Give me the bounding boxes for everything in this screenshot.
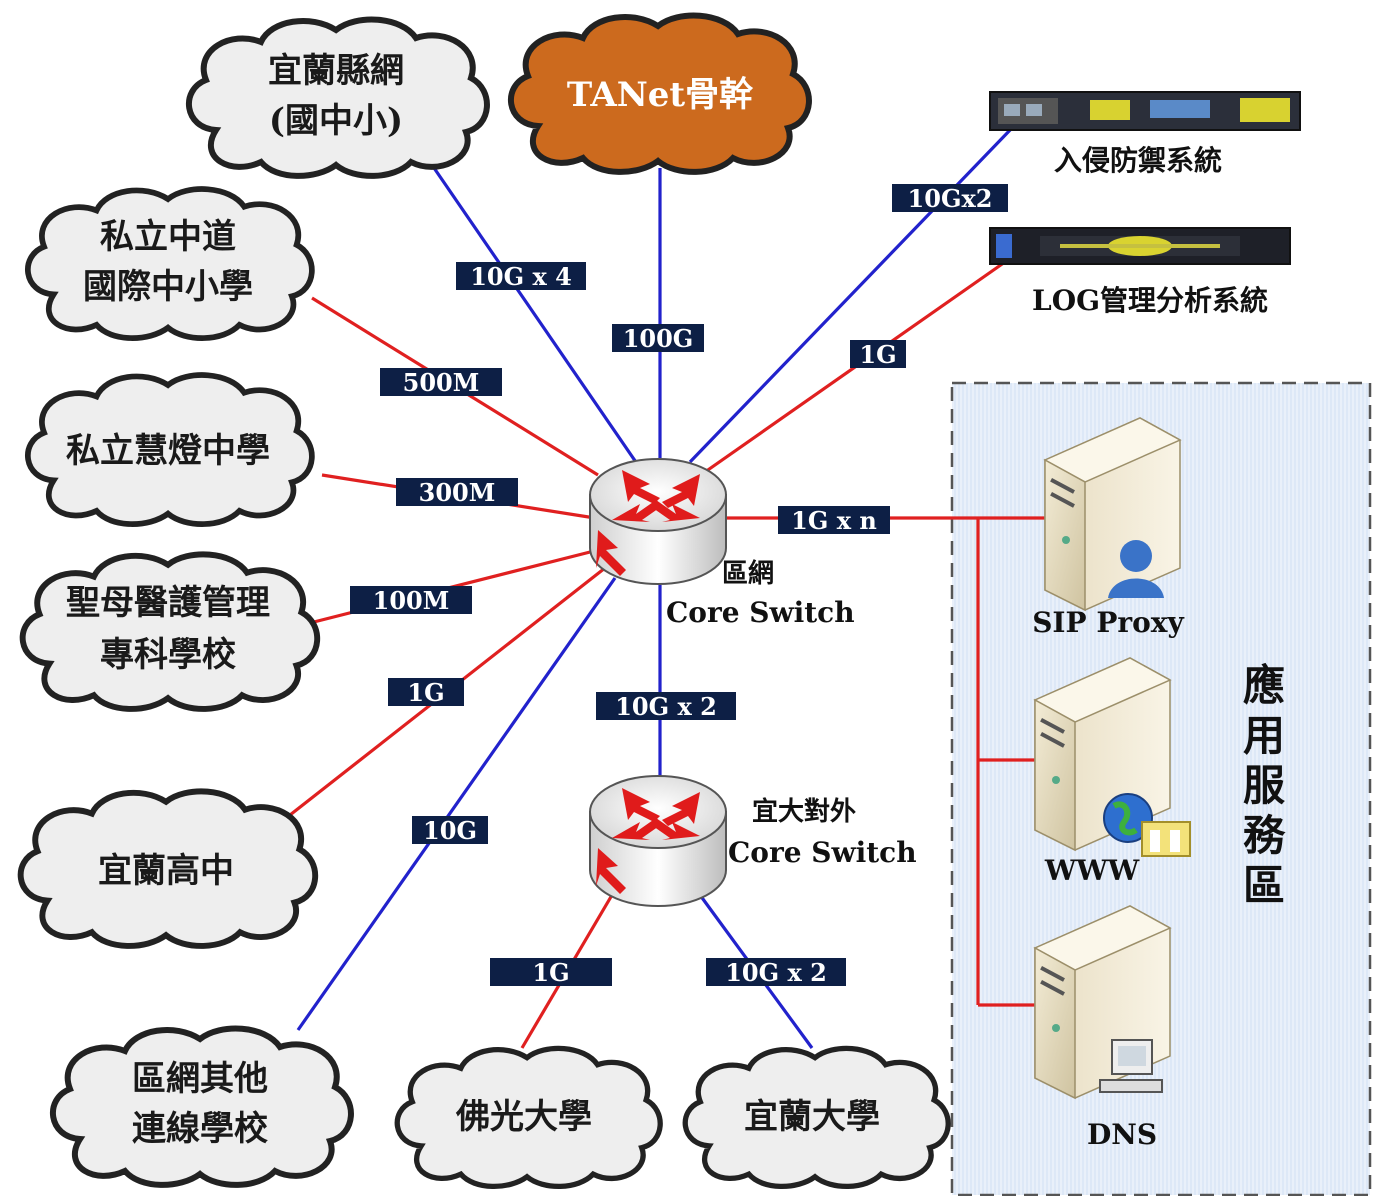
log-label: LOG管理分析系統 <box>1032 284 1268 317</box>
badge-text: 10Gx2 <box>908 184 993 213</box>
badge-text: 10G x 4 <box>470 262 572 291</box>
cloud-other-schools: 區網其他 連線學校 <box>53 1029 351 1185</box>
core-switch-icon <box>589 458 727 585</box>
cloud-label-line2: 國際中小學 <box>83 267 253 307</box>
cloud-label-line1: 區網其他 <box>132 1059 268 1099</box>
cloud-label-line2: 連線學校 <box>132 1109 268 1149</box>
cloud-label: TANet骨幹 <box>567 75 754 115</box>
core-switch-label-line1: 區網 <box>722 558 774 589</box>
link-yilan-county <box>430 164 642 469</box>
core-switch-label-line2: Core Switch <box>666 596 855 629</box>
zone-label-char: 服 <box>1243 761 1285 810</box>
badge-smc: 100M <box>350 586 472 615</box>
cloud-label: 佛光大學 <box>455 1097 592 1137</box>
cloud-label: 宜蘭大學 <box>744 1097 880 1137</box>
niu-switch-label-line1: 宜大對外 <box>752 796 856 827</box>
log-appliance <box>989 227 1291 265</box>
sip-proxy-server-icon <box>1043 417 1182 612</box>
badge-niu: 10G x 2 <box>706 958 846 987</box>
badge-yilan-county: 10G x 4 <box>456 262 586 291</box>
cloud-label-line1: 宜蘭縣網 <box>268 51 404 91</box>
badge-huideng: 300M <box>396 478 518 507</box>
cloud-zhongdao: 私立中道 國際中小學 <box>28 189 312 338</box>
badge-text: 1G <box>532 958 569 987</box>
niu-switch-label-line2: Core Switch <box>728 836 917 869</box>
cloud-label: 私立慧燈中學 <box>66 431 270 471</box>
badge-text: 10G x 2 <box>615 692 717 721</box>
cloud-label-line1: 私立中道 <box>100 217 236 257</box>
badge-text: 300M <box>419 478 496 507</box>
niu-core-switch-icon <box>589 775 727 907</box>
badge-niu-uplink: 10G x 2 <box>596 692 736 721</box>
zone-label-char: 用 <box>1243 711 1285 760</box>
cloud-label: 宜蘭高中 <box>98 851 234 891</box>
cloud-huideng: 私立慧燈中學 <box>28 375 312 524</box>
badge-text: 10G <box>423 816 477 845</box>
badge-text: 100G <box>623 324 694 353</box>
badge-text: 500M <box>403 368 480 397</box>
dns-server-icon <box>1033 905 1172 1100</box>
badge-ips: 10Gx2 <box>892 184 1008 213</box>
cloud-fgu: 佛光大學 <box>397 1048 660 1186</box>
badge-other-schools: 10G <box>412 816 488 845</box>
cloud-yilan-county-net: 宜蘭縣網 (國中小) <box>189 20 487 176</box>
cloud-label-line2: 專科學校 <box>100 635 236 675</box>
zone-label-char: 區 <box>1243 861 1285 910</box>
ips-appliance <box>989 91 1301 131</box>
cloud-niu: 宜蘭大學 <box>685 1048 948 1186</box>
badge-text: 100M <box>373 586 450 615</box>
link-other-schools <box>296 577 617 1031</box>
badge-text: 1G <box>407 678 444 707</box>
badge-text: 10G x 2 <box>725 958 827 987</box>
badge-text: 1G <box>859 340 896 369</box>
sip-proxy-label: SIP Proxy <box>1032 606 1184 639</box>
link-ips <box>688 126 1014 464</box>
cloud-smc: 聖母醫護管理 專科學校 <box>23 554 318 709</box>
zone-label: 應 用 服 務 區 <box>1243 661 1286 910</box>
cloud-label-line2: (國中小) <box>269 101 403 141</box>
badge-zhongdao: 500M <box>380 368 502 397</box>
badge-servers: 1G x n <box>778 506 890 535</box>
cloud-yilan-high: 宜蘭高中 <box>21 791 316 946</box>
ips-label: 入侵防禦系統 <box>1054 144 1222 177</box>
badge-log: 1G <box>850 340 906 369</box>
zone-label-char: 務 <box>1243 811 1286 860</box>
www-label: WWW <box>1044 854 1140 887</box>
badge-fgu: 1G <box>490 958 612 987</box>
dns-label: DNS <box>1087 1118 1157 1151</box>
badge-yilan-high: 1G <box>388 678 464 707</box>
cloud-tanet: TANet骨幹 <box>511 16 809 172</box>
badge-tanet: 100G <box>612 324 704 353</box>
zone-label-char: 應 <box>1243 661 1285 710</box>
badge-text: 1G x n <box>791 506 877 535</box>
cloud-label-line1: 聖母醫護管理 <box>66 583 270 623</box>
www-server-icon <box>1033 657 1191 857</box>
